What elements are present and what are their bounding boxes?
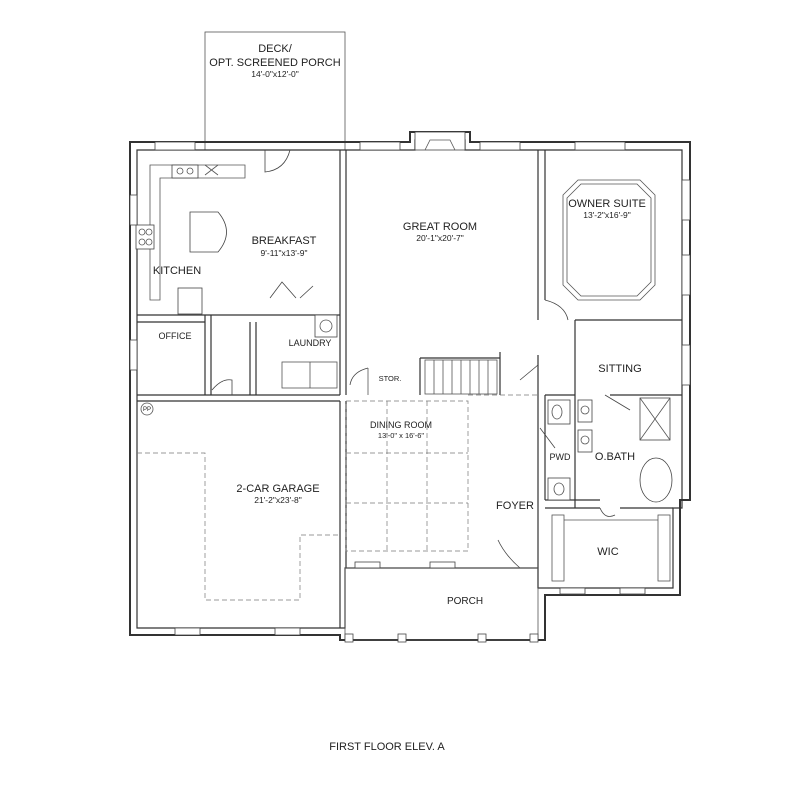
- great-room-label: GREAT ROOM: [403, 221, 477, 233]
- owner-bath-label: O.BATH: [595, 451, 635, 463]
- office-label: OFFICE: [159, 331, 192, 341]
- pp-marker: PP: [140, 402, 154, 416]
- wic-shelving: [551, 514, 671, 582]
- great-room-dims: 20'-1"x20'-7": [416, 233, 464, 243]
- garage-bays: [137, 452, 340, 601]
- pp-marker-text: PP: [143, 407, 151, 413]
- tray-ceiling: [562, 179, 656, 301]
- owner-suite-dims: 13'-2"x16'-9": [583, 210, 631, 220]
- garage-dims: 21'-2"x23'-8": [254, 495, 302, 505]
- fireplace: [414, 131, 466, 151]
- doors: [211, 149, 631, 569]
- front-porch: [344, 567, 539, 643]
- deck-dims: 14'-0"x12'-0": [251, 69, 299, 79]
- staircase: [349, 359, 498, 395]
- breakfast-dims: 9'-11"x13'-9": [261, 248, 308, 258]
- porch-label: PORCH: [447, 596, 483, 607]
- deck-label-1: DECK/: [258, 43, 293, 55]
- storage-label: STOR.: [379, 374, 402, 383]
- coffered-ceiling: [345, 394, 538, 552]
- kitchen-label: KITCHEN: [153, 265, 201, 277]
- bath-fixtures: [547, 397, 673, 503]
- laundry-fixtures: [281, 314, 338, 389]
- plan-caption: FIRST FLOOR ELEV. A: [329, 741, 445, 753]
- dining-room-dims: 13'-0" x 16'-6": [378, 431, 424, 440]
- windows: [129, 141, 691, 636]
- laundry-label: LAUNDRY: [289, 338, 332, 348]
- deck-label-2: OPT. SCREENED PORCH: [209, 57, 340, 69]
- garage-label: 2-CAR GARAGE: [236, 483, 319, 495]
- breakfast-label: BREAKFAST: [252, 235, 317, 247]
- foyer-label: FOYER: [496, 500, 534, 512]
- sitting-label: SITTING: [598, 363, 641, 375]
- owner-suite-label: OWNER SUITE: [568, 198, 646, 210]
- pwd-label: PWD: [550, 452, 571, 462]
- dining-room-label: DINING ROOM: [370, 420, 432, 430]
- wic-label: WIC: [597, 546, 618, 558]
- kitchen-fixtures: [135, 164, 246, 315]
